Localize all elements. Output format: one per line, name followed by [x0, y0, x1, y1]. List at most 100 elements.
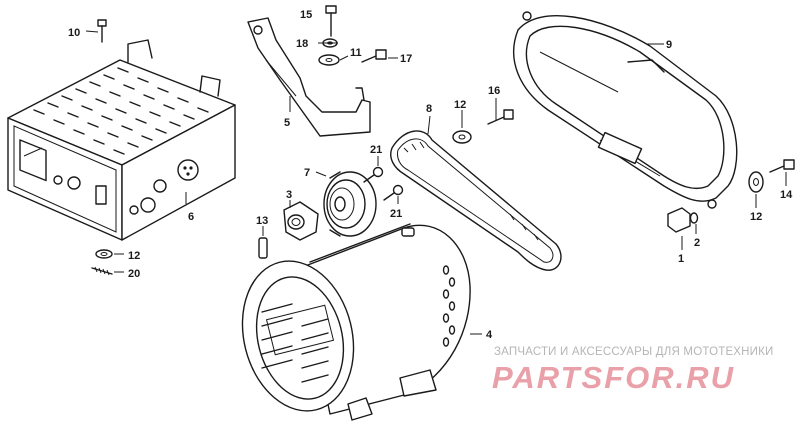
- vent-slot: [75, 88, 87, 94]
- callout-labels: 10 6 12 20 5 15 18 11 17 3 7 13 8 12 16 …: [68, 9, 793, 341]
- vent-slot: [101, 115, 113, 121]
- vent-slot: [117, 67, 129, 73]
- washer-part-11: [318, 54, 340, 66]
- callout-8: 8: [426, 103, 432, 115]
- callout-3: 3: [286, 189, 292, 201]
- nut-part-1: [667, 207, 691, 233]
- vent-slot: [177, 97, 189, 103]
- callout-5: 5: [284, 117, 290, 129]
- callout-6: 6: [188, 211, 194, 223]
- callout-7: 7: [304, 167, 310, 179]
- vent-slot: [129, 101, 141, 107]
- vent-slot: [103, 74, 115, 80]
- belt-cover-part-9: [513, 11, 738, 209]
- screw-part-21-bottom: [383, 184, 404, 201]
- bolt-part-17: [487, 109, 514, 125]
- callout-21-bottom: 21: [390, 208, 402, 220]
- washer-part-2: [689, 212, 699, 224]
- vent-slot: [87, 122, 99, 128]
- vent-hole: [448, 277, 456, 287]
- vent-slot: [61, 95, 73, 101]
- callout-13: 12: [454, 99, 466, 111]
- watermark-brand: PARTSFOR.RU: [492, 360, 736, 395]
- vent-slot: [149, 111, 161, 117]
- vent-slot: [67, 112, 79, 118]
- vent-slot: [123, 84, 135, 90]
- fitting-part-3: [283, 201, 319, 241]
- grille-slot: [301, 346, 329, 355]
- vent-slot: [81, 105, 93, 111]
- vent-slot: [33, 109, 45, 115]
- pulley-part-7: [323, 171, 377, 237]
- callout-15: 14: [780, 189, 793, 201]
- vent-hole: [448, 325, 456, 335]
- callout-4: 4: [486, 329, 493, 341]
- vent-slot: [157, 87, 169, 93]
- callout-1: 1: [678, 253, 684, 265]
- generator-part-4: [241, 223, 471, 421]
- vent-slot: [115, 108, 127, 114]
- grille-slot: [301, 332, 329, 341]
- vent-hole: [448, 301, 456, 311]
- vent-hole: [442, 313, 450, 323]
- callout-2: 2: [694, 237, 700, 249]
- vent-hole: [442, 265, 450, 275]
- pin-part-14: [258, 237, 268, 259]
- callout-18: 17: [400, 53, 412, 65]
- vent-hole: [442, 289, 450, 299]
- screw-part-20: [91, 266, 113, 276]
- vent-slot: [141, 135, 153, 141]
- callout-12-right: 12: [750, 211, 762, 223]
- grille-slot: [261, 317, 293, 327]
- vent-slot: [197, 107, 209, 113]
- vent-hole: [442, 337, 450, 347]
- callout-16: 15: [300, 9, 312, 21]
- vent-slot: [109, 91, 121, 97]
- vent-slot: [47, 102, 59, 108]
- callout-17: 16: [488, 85, 500, 97]
- bolt-part-15: [769, 159, 795, 173]
- grille-slot: [261, 303, 293, 313]
- vent-slot: [73, 129, 85, 135]
- vent-slot: [163, 104, 175, 110]
- bracket-part-5: [247, 17, 371, 137]
- washer-part-12-right: [748, 171, 764, 193]
- callout-21-top: 21: [370, 144, 382, 156]
- belt-part-8: [390, 130, 562, 271]
- vent-slot: [121, 125, 133, 131]
- callout-10: 10: [68, 27, 80, 39]
- callout-14: 13: [256, 215, 268, 227]
- control-box-part: [7, 39, 236, 241]
- vent-slot: [137, 77, 149, 83]
- vent-slot: [169, 121, 181, 127]
- grille-slot: [261, 345, 293, 355]
- vent-slot: [93, 139, 105, 145]
- callout-19: 18: [296, 38, 308, 50]
- washer-part-13: [452, 130, 472, 144]
- vent-slot: [113, 149, 125, 155]
- vent-slot: [183, 114, 195, 120]
- vent-slot: [89, 81, 101, 87]
- callout-11: 11: [350, 47, 362, 59]
- leader-lines: [85, 24, 787, 335]
- bolt-part-10: [97, 19, 107, 43]
- vent-slot: [143, 94, 155, 100]
- callout-20: 20: [128, 268, 140, 280]
- bolt-part-16: [325, 5, 337, 37]
- grille-slot: [261, 331, 293, 341]
- vent-slot: [107, 132, 119, 138]
- washer-part-12-left: [95, 249, 113, 259]
- bolt-part-18: [361, 49, 387, 63]
- vent-slot: [135, 118, 147, 124]
- grille-slot: [301, 318, 329, 327]
- vent-slot: [95, 98, 107, 104]
- callout-12-left: 12: [128, 250, 140, 262]
- grille-slot: [301, 374, 329, 383]
- callout-9: 9: [666, 39, 672, 51]
- vent-slot: [127, 142, 139, 148]
- vent-slot: [155, 128, 167, 134]
- vent-slot: [53, 119, 65, 125]
- watermark-tagline: ЗАПЧАСТИ И АКСЕССУАРЫ ДЛЯ МОТОТЕХНИКИ: [494, 346, 774, 358]
